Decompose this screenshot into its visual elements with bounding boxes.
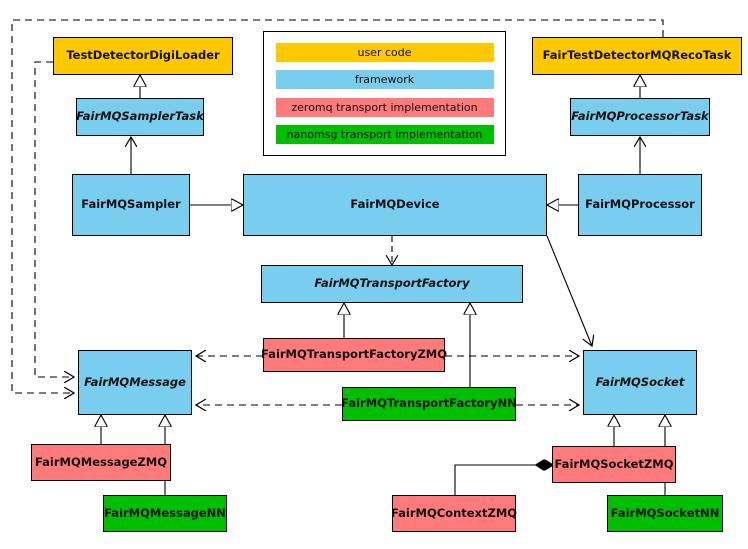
class-box-FairMQProcessor[interactable]: FairMQProcessor — [578, 174, 702, 236]
class-box-FairMQDevice[interactable]: FairMQDevice — [243, 174, 547, 236]
class-box-FairMQSocketZMQ[interactable]: FairMQSocketZMQ — [552, 446, 676, 483]
class-box-FairTestDetectorMQRecoTask[interactable]: FairTestDetectorMQRecoTask — [532, 37, 742, 75]
legend-item-zeromq-transport: zeromq transport implementation — [275, 97, 494, 117]
class-box-FairMQProcessorTask[interactable]: FairMQProcessorTask — [570, 98, 710, 136]
class-box-FairMQSocketNN[interactable]: FairMQSocketNN — [607, 495, 723, 532]
class-box-FairMQContextZMQ[interactable]: FairMQContextZMQ — [391, 495, 517, 532]
legend-item-user-code: user code — [275, 43, 494, 63]
class-box-FairMQMessage[interactable]: FairMQMessage — [78, 350, 192, 415]
class-box-FairMQTransportFactoryNN[interactable]: FairMQTransportFactoryNN — [341, 387, 517, 421]
edge-socketzmq-contextzmq — [454, 465, 552, 495]
legend-item-framework: framework — [275, 70, 494, 90]
class-box-FairMQTransportFactory[interactable]: FairMQTransportFactory — [261, 265, 523, 303]
class-box-FairMQSocket[interactable]: FairMQSocket — [583, 350, 697, 415]
class-box-FairMQSampler[interactable]: FairMQSampler — [72, 174, 190, 236]
class-box-FairMQSamplerTask[interactable]: FairMQSamplerTask — [76, 98, 204, 136]
color-legend: user code framework zeromq transport imp… — [263, 31, 506, 156]
legend-item-nanomsg-transport: nanomsg transport implementation — [275, 124, 494, 144]
class-box-TestDetectorDigiLoader[interactable]: TestDetectorDigiLoader — [53, 37, 233, 75]
edge-device-socket — [546, 235, 592, 346]
class-box-FairMQMessageNN[interactable]: FairMQMessageNN — [103, 495, 227, 532]
edge-digiloader-message — [34, 61, 74, 377]
class-box-FairMQTransportFactoryZMQ[interactable]: FairMQTransportFactoryZMQ — [261, 338, 447, 372]
class-box-FairMQMessageZMQ[interactable]: FairMQMessageZMQ — [31, 444, 171, 481]
